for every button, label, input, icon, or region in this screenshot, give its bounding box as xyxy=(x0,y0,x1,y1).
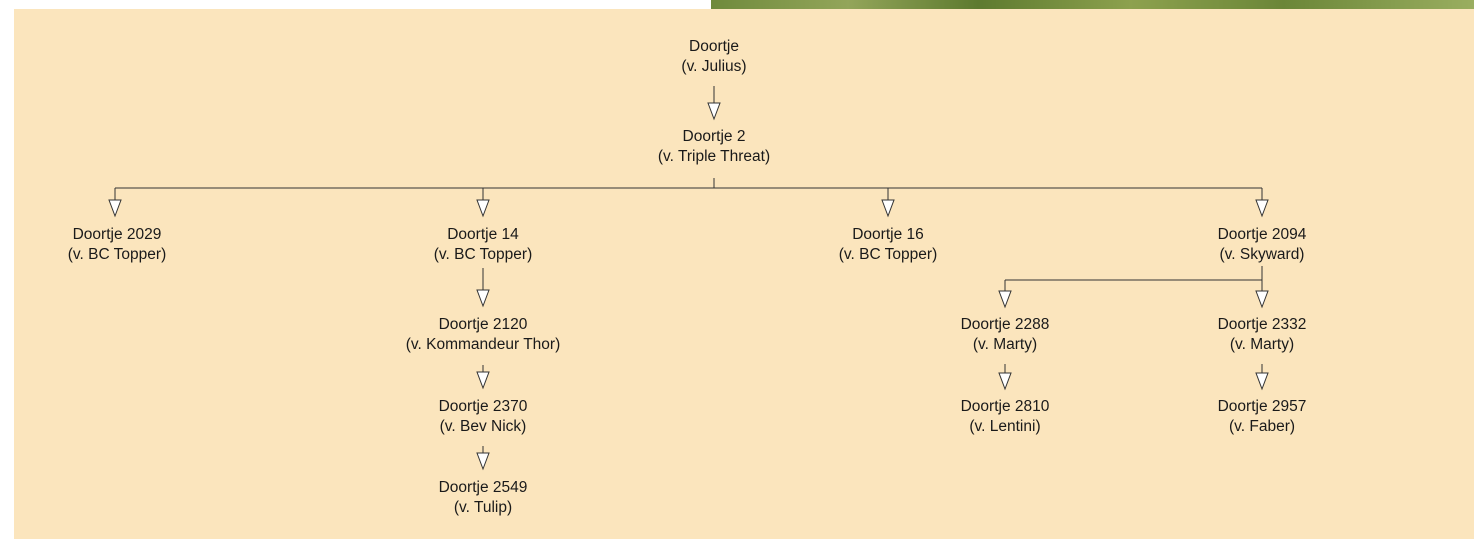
node-doortje-2288: Doortje 2288 (v. Marty) xyxy=(895,315,1115,355)
arrow-to-n2957 xyxy=(1255,372,1269,390)
node-name: Doortje 2288 xyxy=(960,316,1050,333)
node-name: Doortje 2029 xyxy=(72,226,162,243)
node-name: Doortje xyxy=(689,38,739,55)
arrow-to-n14 xyxy=(476,199,490,217)
node-doortje-2094: Doortje 2094 (v. Skyward) xyxy=(1152,225,1372,265)
node-name: Doortje 2957 xyxy=(1217,398,1307,415)
grass-photo-strip xyxy=(711,0,1474,9)
arrow-to-n2029 xyxy=(108,199,122,217)
node-sire: (v. Julius) xyxy=(681,58,747,75)
node-doortje-2957: Doortje 2957 (v. Faber) xyxy=(1152,397,1372,437)
node-name: Doortje 2120 xyxy=(438,316,528,333)
node-sire: (v. Marty) xyxy=(1229,336,1295,353)
node-sire: (v. Skyward) xyxy=(1219,246,1305,263)
arrow-to-n2094 xyxy=(1255,199,1269,217)
node-name: Doortje 2370 xyxy=(438,398,528,415)
node-sire: (v. Tulip) xyxy=(453,499,513,516)
node-sire: (v. Faber) xyxy=(1228,418,1296,435)
node-doortje-2549: Doortje 2549 (v. Tulip) xyxy=(373,478,593,518)
node-name: Doortje 2332 xyxy=(1217,316,1307,333)
node-sire: (v. Marty) xyxy=(972,336,1038,353)
node-doortje-2029: Doortje 2029 (v. BC Topper) xyxy=(7,225,227,265)
arrow-to-n16 xyxy=(881,199,895,217)
node-sire: (v. Bev Nick) xyxy=(439,418,527,435)
arrow-to-n2120 xyxy=(476,289,490,307)
node-doortje-2810: Doortje 2810 (v. Lentini) xyxy=(895,397,1115,437)
node-doortje-2: Doortje 2 (v. Triple Threat) xyxy=(604,127,824,167)
node-name: Doortje 2549 xyxy=(438,479,528,496)
node-doortje-2120: Doortje 2120 (v. Kommandeur Thor) xyxy=(373,315,593,355)
node-sire: (v. Triple Threat) xyxy=(657,148,771,165)
node-name: Doortje 2810 xyxy=(960,398,1050,415)
node-name: Doortje 2094 xyxy=(1217,226,1307,243)
node-sire: (v. Kommandeur Thor) xyxy=(405,336,561,353)
node-sire: (v. BC Topper) xyxy=(67,246,167,263)
node-doortje-14: Doortje 14 (v. BC Topper) xyxy=(373,225,593,265)
arrow-to-n2810 xyxy=(998,372,1012,390)
node-name: Doortje 14 xyxy=(447,226,519,243)
node-name: Doortje 16 xyxy=(852,226,924,243)
node-name: Doortje 2 xyxy=(682,128,746,145)
node-doortje-2370: Doortje 2370 (v. Bev Nick) xyxy=(373,397,593,437)
node-doortje-2332: Doortje 2332 (v. Marty) xyxy=(1152,315,1372,355)
node-doortje-16: Doortje 16 (v. BC Topper) xyxy=(778,225,998,265)
node-sire: (v. Lentini) xyxy=(969,418,1041,435)
arrow-to-n2 xyxy=(707,102,721,120)
arrow-to-n2370 xyxy=(476,371,490,389)
node-sire: (v. BC Topper) xyxy=(433,246,533,263)
arrow-to-n2549 xyxy=(476,452,490,470)
arrow-to-n2288 xyxy=(998,290,1012,308)
arrow-to-n2332 xyxy=(1255,290,1269,308)
node-doortje: Doortje (v. Julius) xyxy=(604,37,824,77)
node-sire: (v. BC Topper) xyxy=(838,246,938,263)
diagram-panel xyxy=(14,9,1474,539)
